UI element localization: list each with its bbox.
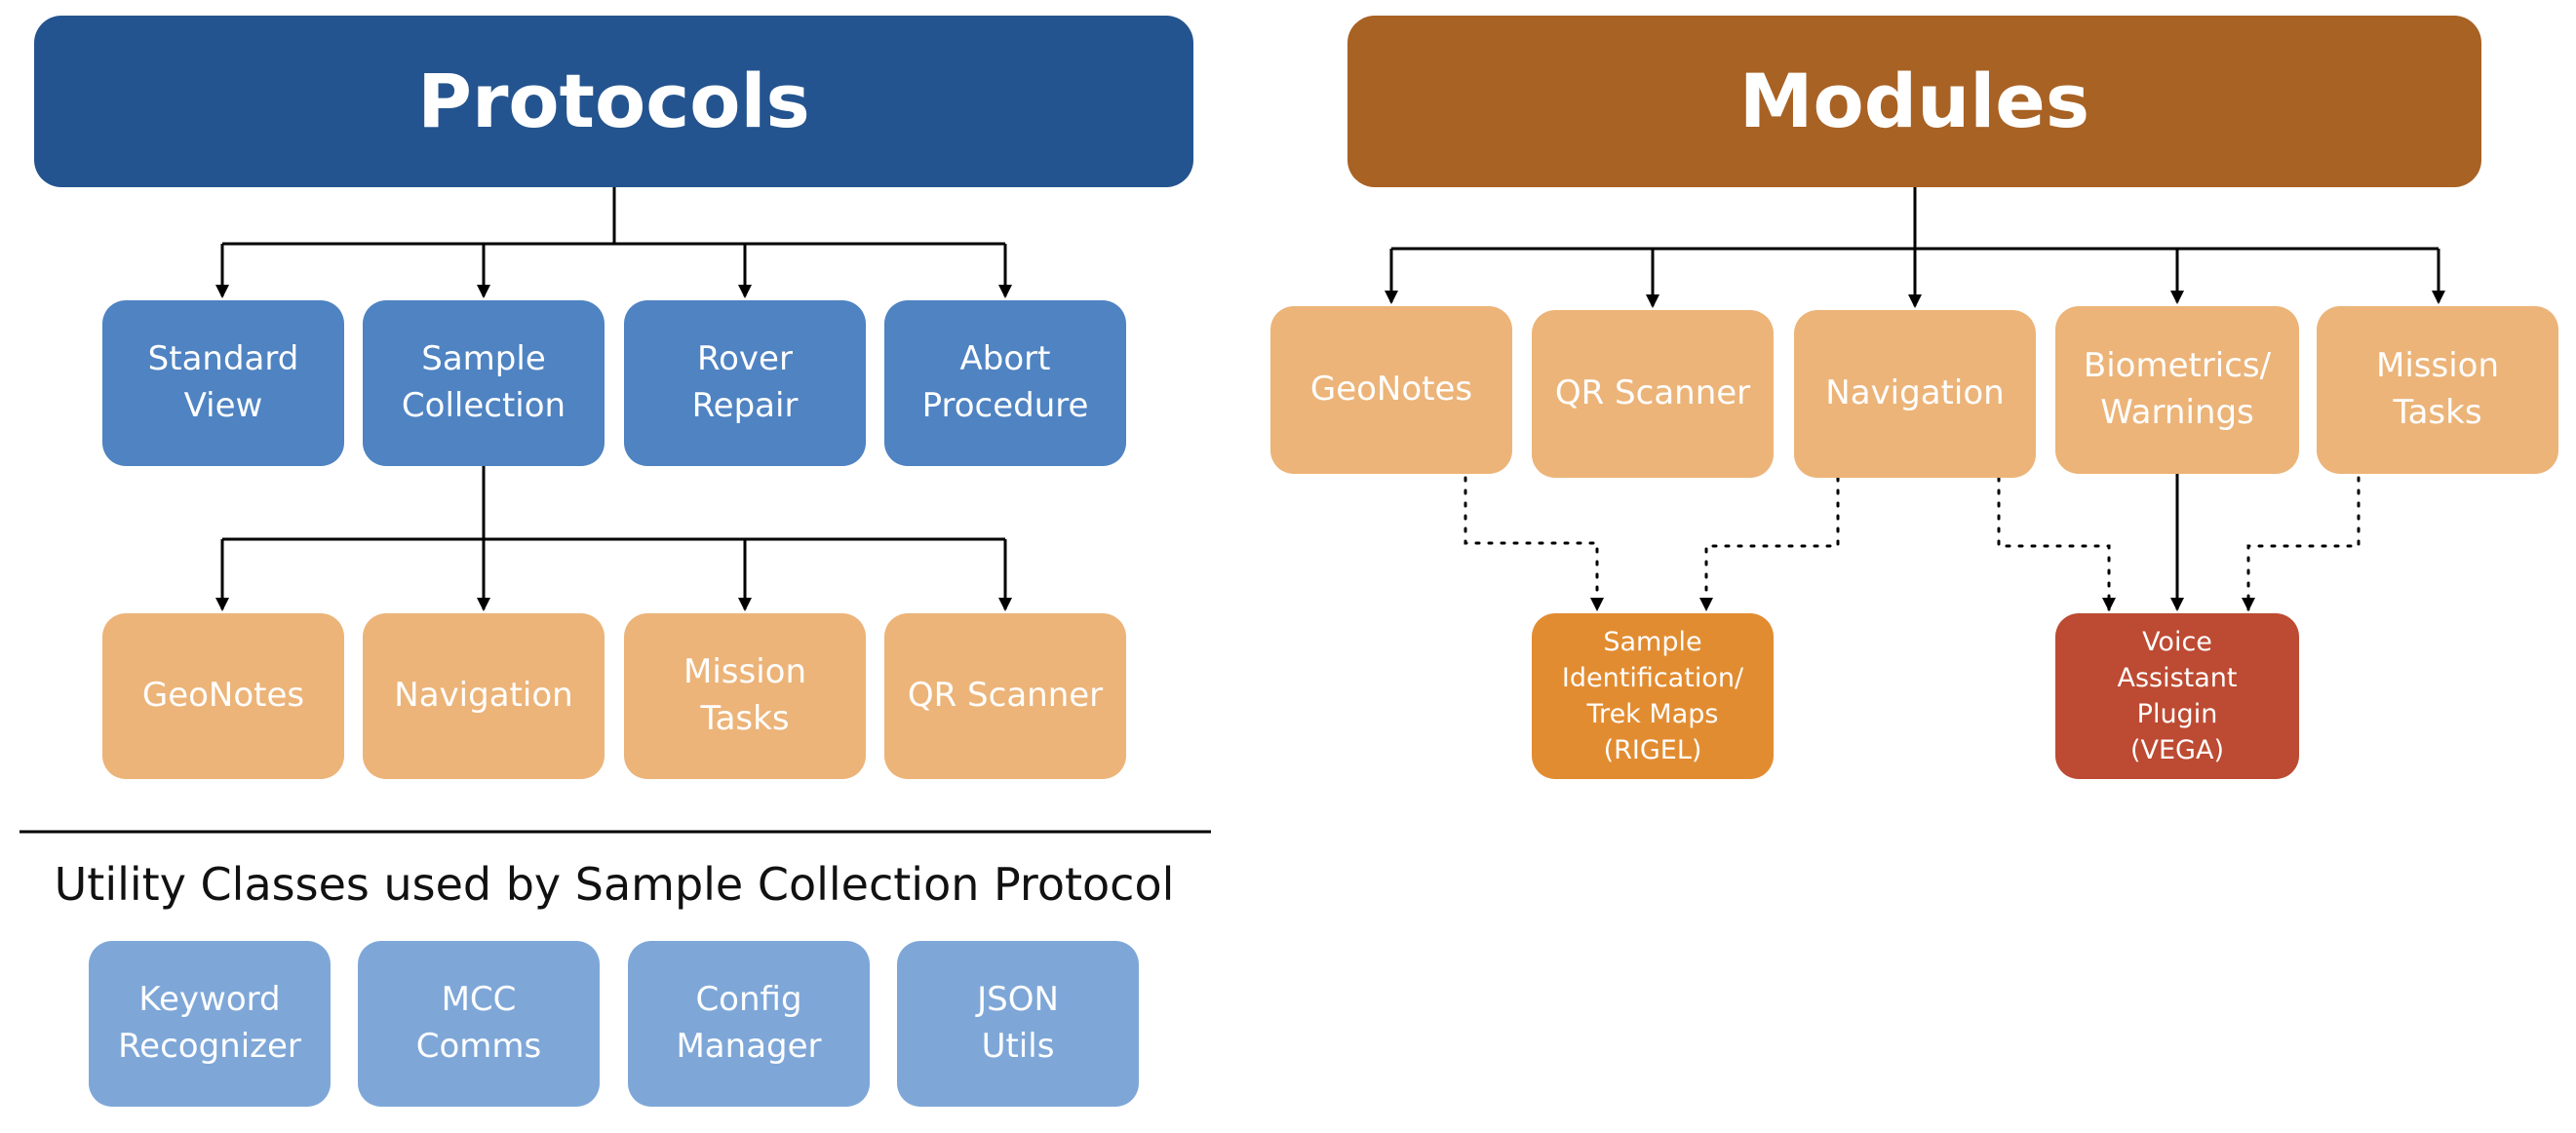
service-vega: Voice Assistant Plugin (VEGA) [2055, 613, 2299, 779]
utility-mcc-comms: MCC Comms [358, 941, 600, 1107]
service-rigel: Sample Identification/ Trek Maps (RIGEL) [1532, 613, 1774, 779]
protocol-abort-procedure: Abort Procedure [884, 300, 1126, 466]
module-geonotes: GeoNotes [1270, 306, 1512, 474]
modules-header: Modules [1347, 16, 2481, 187]
edge-navigation-vega [1997, 476, 2116, 611]
sc-child-qr-scanner: QR Scanner [884, 613, 1126, 779]
utility-json-utils: JSON Utils [897, 941, 1139, 1107]
sc-child-navigation: Navigation [363, 613, 605, 779]
module-biometrics-warnings: Biometrics/ Warnings [2055, 306, 2299, 474]
protocols-header: Protocols [34, 16, 1193, 187]
protocol-sample-collection: Sample Collection [363, 300, 605, 466]
protocol-standard-view: Standard View [102, 300, 344, 466]
module-navigation: Navigation [1794, 310, 2036, 478]
utility-config-manager: Config Manager [628, 941, 870, 1107]
sc-child-mission-tasks: Mission Tasks [624, 613, 866, 779]
utility-keyword-recognizer: Keyword Recognizer [89, 941, 331, 1107]
edge-geonotes-rigel [1464, 476, 1604, 611]
module-qr-scanner: QR Scanner [1532, 310, 1774, 478]
utility-classes-title: Utility Classes used by Sample Collectio… [54, 858, 1175, 911]
sc-child-geonotes: GeoNotes [102, 613, 344, 779]
module-mission-tasks: Mission Tasks [2317, 306, 2558, 474]
protocol-rover-repair: Rover Repair [624, 300, 866, 466]
edge-navigation-rigel [1699, 476, 1840, 611]
edge-mission-tasks-vega [2242, 476, 2361, 611]
